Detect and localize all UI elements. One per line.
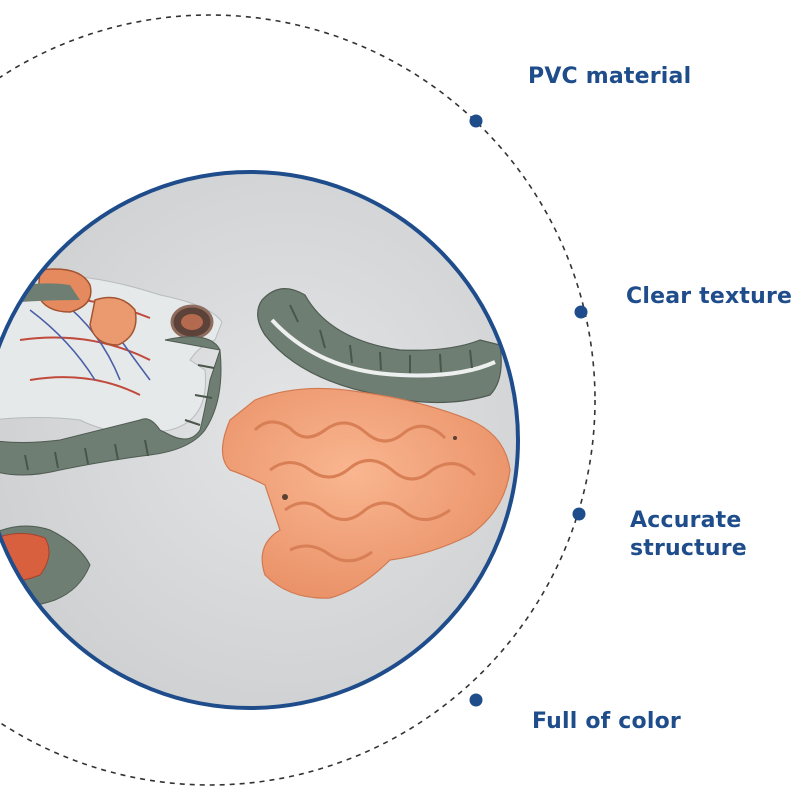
colon-with-mesentery-model <box>0 268 223 476</box>
dashed-ring <box>0 14 596 786</box>
small-intestine-model <box>221 387 511 599</box>
descending-colon-model <box>257 288 502 404</box>
feature-label-pvc-material: PVC material <box>528 64 692 89</box>
photo-frame-ring <box>0 170 520 710</box>
feature-dot-1 <box>469 114 483 128</box>
feature-label-full-of-color: Full of color <box>532 709 681 734</box>
feature-dot-2 <box>574 305 588 319</box>
feature-label-clear-texture: Clear texture <box>626 284 793 309</box>
product-photo <box>0 172 518 708</box>
feature-dot-4 <box>469 693 483 707</box>
feature-dot-3 <box>572 507 586 521</box>
feature-label-accurate-structure: Accurate structure <box>630 508 747 561</box>
